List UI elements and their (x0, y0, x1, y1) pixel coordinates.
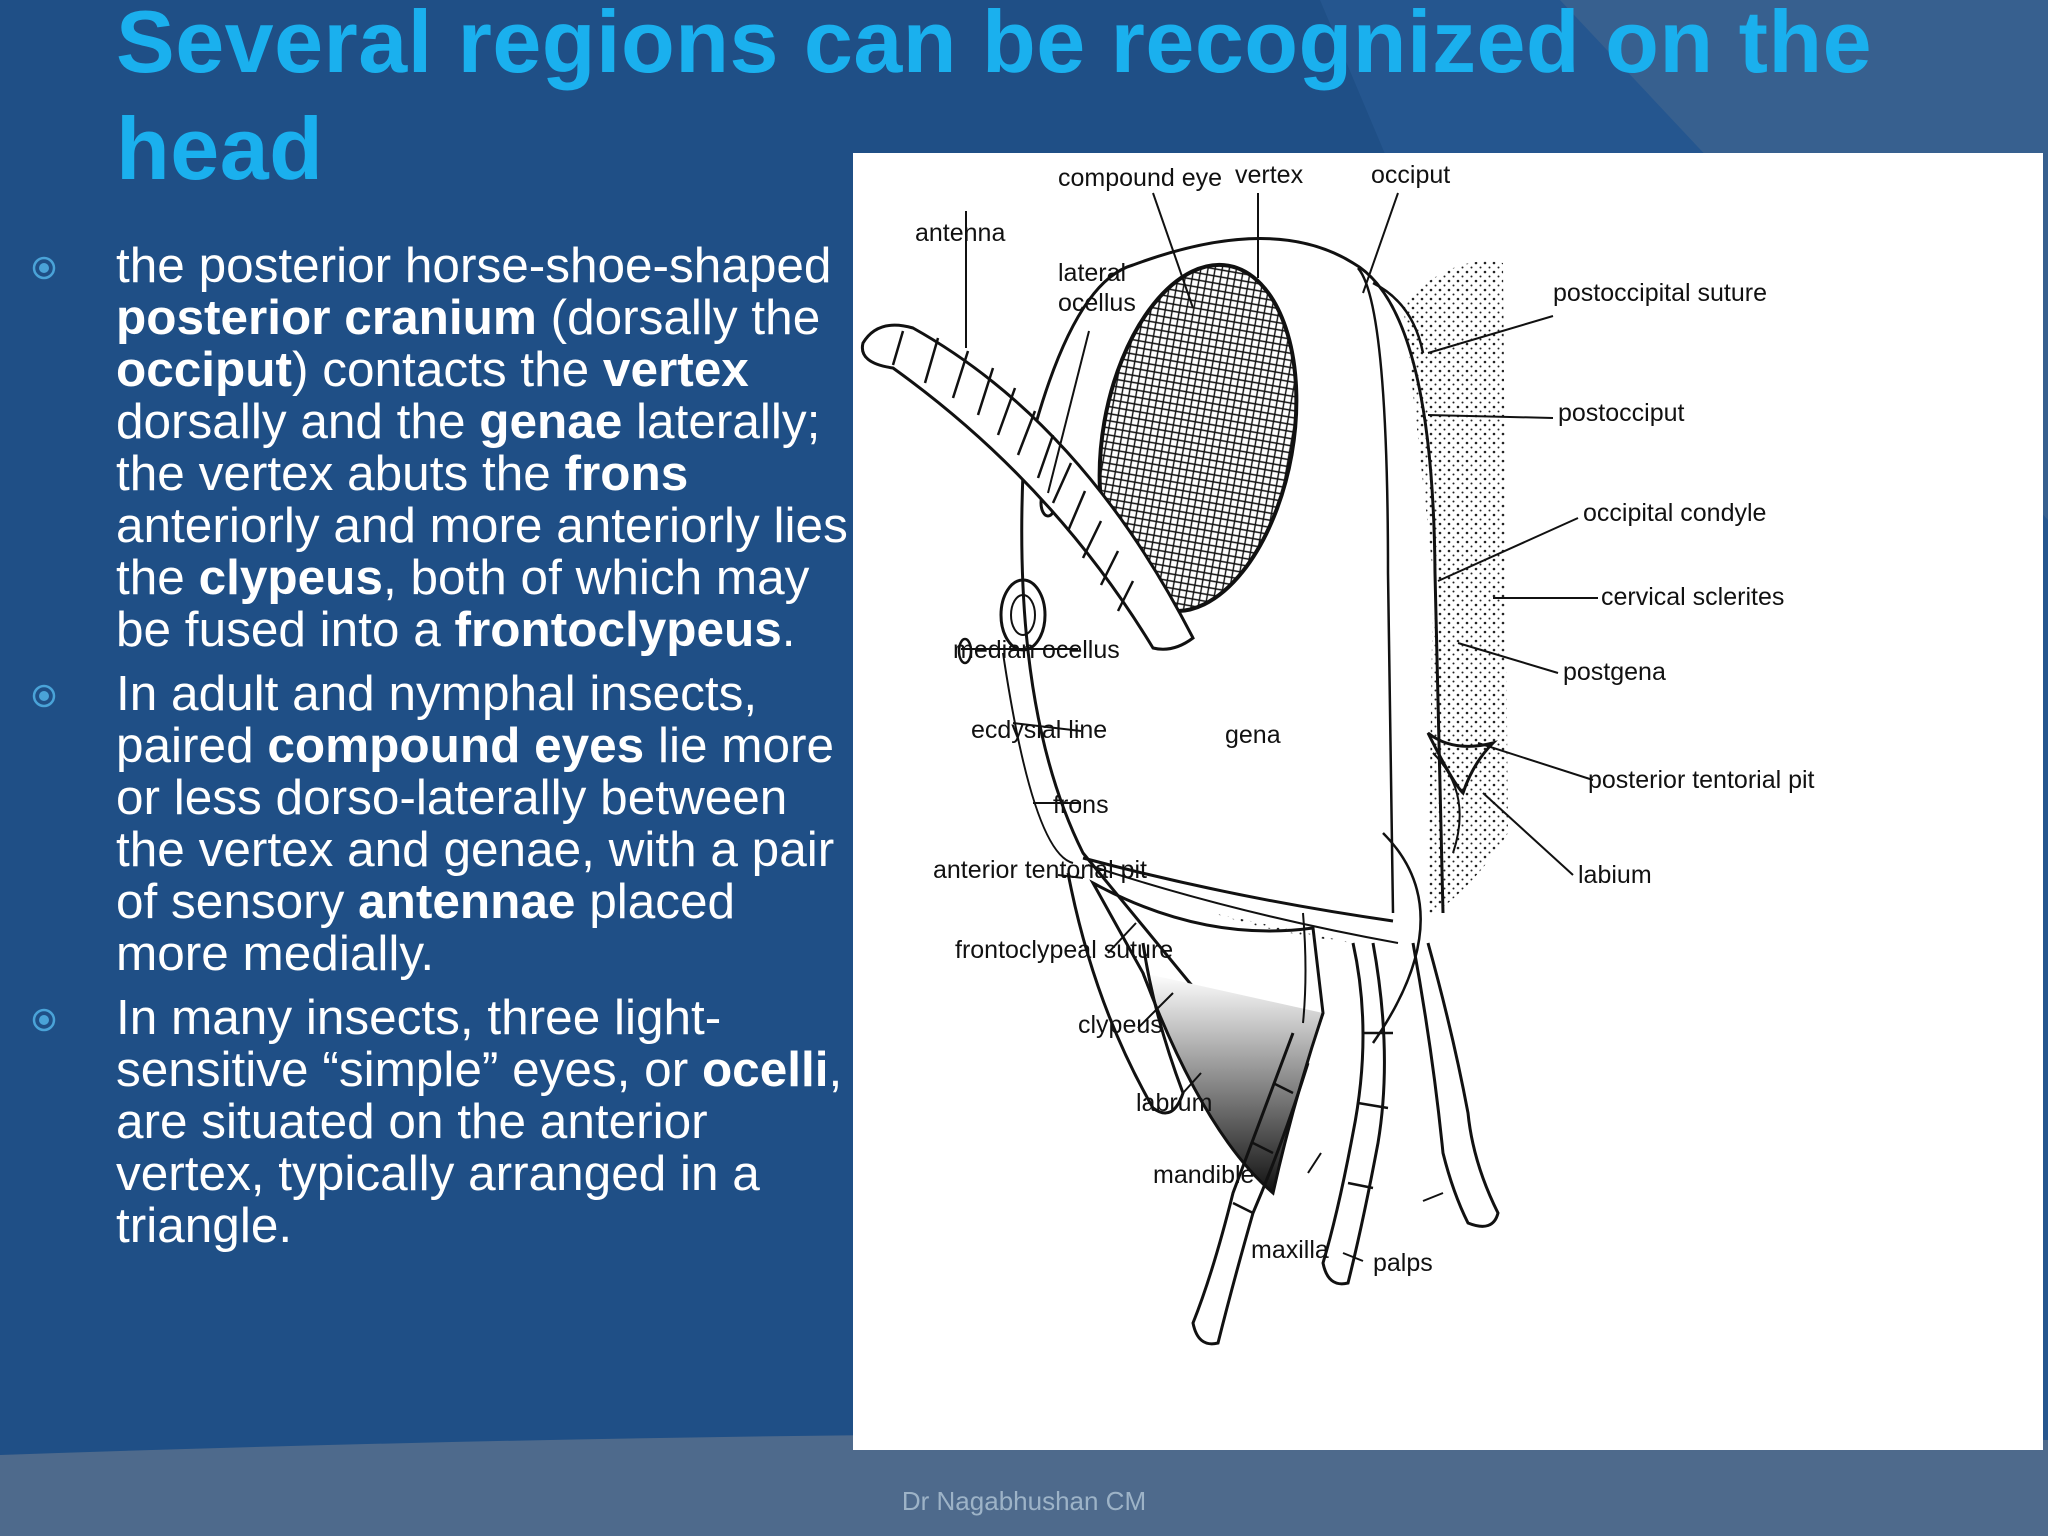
label-lateral-ocellus-line1: lateral (1058, 259, 1126, 287)
label-posterior-tentorial-pit: posterior tentorial pit (1588, 766, 1815, 794)
bold-term: antennae (358, 874, 576, 929)
bullet-text: In many insects, three light-sensitive “… (116, 990, 842, 1253)
label-labium: labium (1578, 861, 1652, 889)
label-labrum: labrum (1136, 1089, 1212, 1117)
label-postoccipital-suture: postoccipital suture (1553, 279, 1767, 307)
label-gena: gena (1225, 721, 1281, 749)
label-clypeus: clypeus (1078, 1011, 1163, 1039)
label-palps: palps (1373, 1249, 1433, 1277)
text-run: . (781, 602, 796, 657)
bullet-circle-icon (32, 256, 56, 280)
label-lateral-ocellus-line2: ocellus (1058, 289, 1136, 317)
label-frontoclypeal-suture: frontoclypeal suture (955, 936, 1173, 964)
head-drawing (860, 237, 1508, 1346)
bold-term: vertex (602, 342, 749, 397)
bold-term: posterior cranium (116, 290, 537, 345)
label-compound-eye: compound eye (1058, 164, 1222, 192)
insect-head-diagram: compound eye vertex occiput antenna late… (853, 153, 2043, 1450)
bullet-text: In adult and nymphal insects, paired com… (116, 666, 834, 981)
label-postgena: postgena (1563, 658, 1666, 686)
bullet-list: the posterior horse-shoe-shaped posterio… (20, 240, 850, 1264)
label-vertex: vertex (1235, 161, 1304, 189)
diagram-labels: compound eye vertex occiput antenna late… (915, 161, 1815, 1277)
bold-term: frontoclypeus (454, 602, 782, 657)
text-run: In many insects, three light-sensitive “… (116, 990, 722, 1097)
text-run: anteriorly and more anteriorly lies the (116, 498, 848, 605)
text-run: In adult and nymphal insects, paired (116, 666, 758, 773)
bold-term: clypeus (198, 550, 383, 605)
text-run: placed more medially. (116, 874, 736, 981)
leader-lines (961, 192, 1598, 1262)
bullet-item: In adult and nymphal insects, paired com… (20, 668, 850, 980)
text-run: , are situated on the anterior vertex, t… (116, 1042, 843, 1253)
bullet-item: the posterior horse-shoe-shaped posterio… (20, 240, 850, 656)
label-median-ocellus: median ocellus (953, 636, 1120, 664)
bullet-circle-icon (32, 1008, 56, 1032)
bullet-item: In many insects, three light-sensitive “… (20, 992, 850, 1252)
label-ecdysial-line: ecdysial line (971, 716, 1107, 744)
label-anterior-tentorial-pit: anterior tentorial pit (933, 856, 1147, 884)
text-run: dorsally and the (116, 394, 480, 449)
label-occiput: occiput (1371, 161, 1450, 189)
bold-term: genae (479, 394, 623, 449)
label-mandible: mandible (1153, 1161, 1254, 1189)
text-run: ) contacts the (292, 342, 603, 397)
label-frons: frons (1053, 791, 1109, 819)
text-run: lie more or less dorso-laterally between… (116, 718, 835, 929)
label-cervical-sclerites: cervical sclerites (1601, 583, 1784, 611)
label-antenna: antenna (915, 219, 1005, 247)
slide-footer: Dr Nagabhushan CM (901, 1486, 1147, 1516)
text-run: laterally; the vertex abuts the (116, 394, 821, 501)
bold-term: occiput (116, 342, 293, 397)
label-occipital-condyle: occipital condyle (1583, 499, 1766, 527)
text-run: the posterior horse-shoe-shaped (116, 238, 832, 293)
bullet-circle-icon (32, 684, 56, 708)
bold-term: frons (564, 446, 689, 501)
label-maxilla: maxilla (1251, 1236, 1329, 1264)
bold-term: compound eyes (267, 718, 645, 773)
text-run: (dorsally the (536, 290, 821, 345)
bold-term: ocelli (701, 1042, 829, 1097)
label-postocciput: postocciput (1558, 399, 1685, 427)
slide-title: Several regions can be recognized on the… (116, 0, 1873, 198)
text-run: , both of which may be fused into a (116, 550, 810, 657)
bullet-text: the posterior horse-shoe-shaped posterio… (116, 238, 848, 657)
